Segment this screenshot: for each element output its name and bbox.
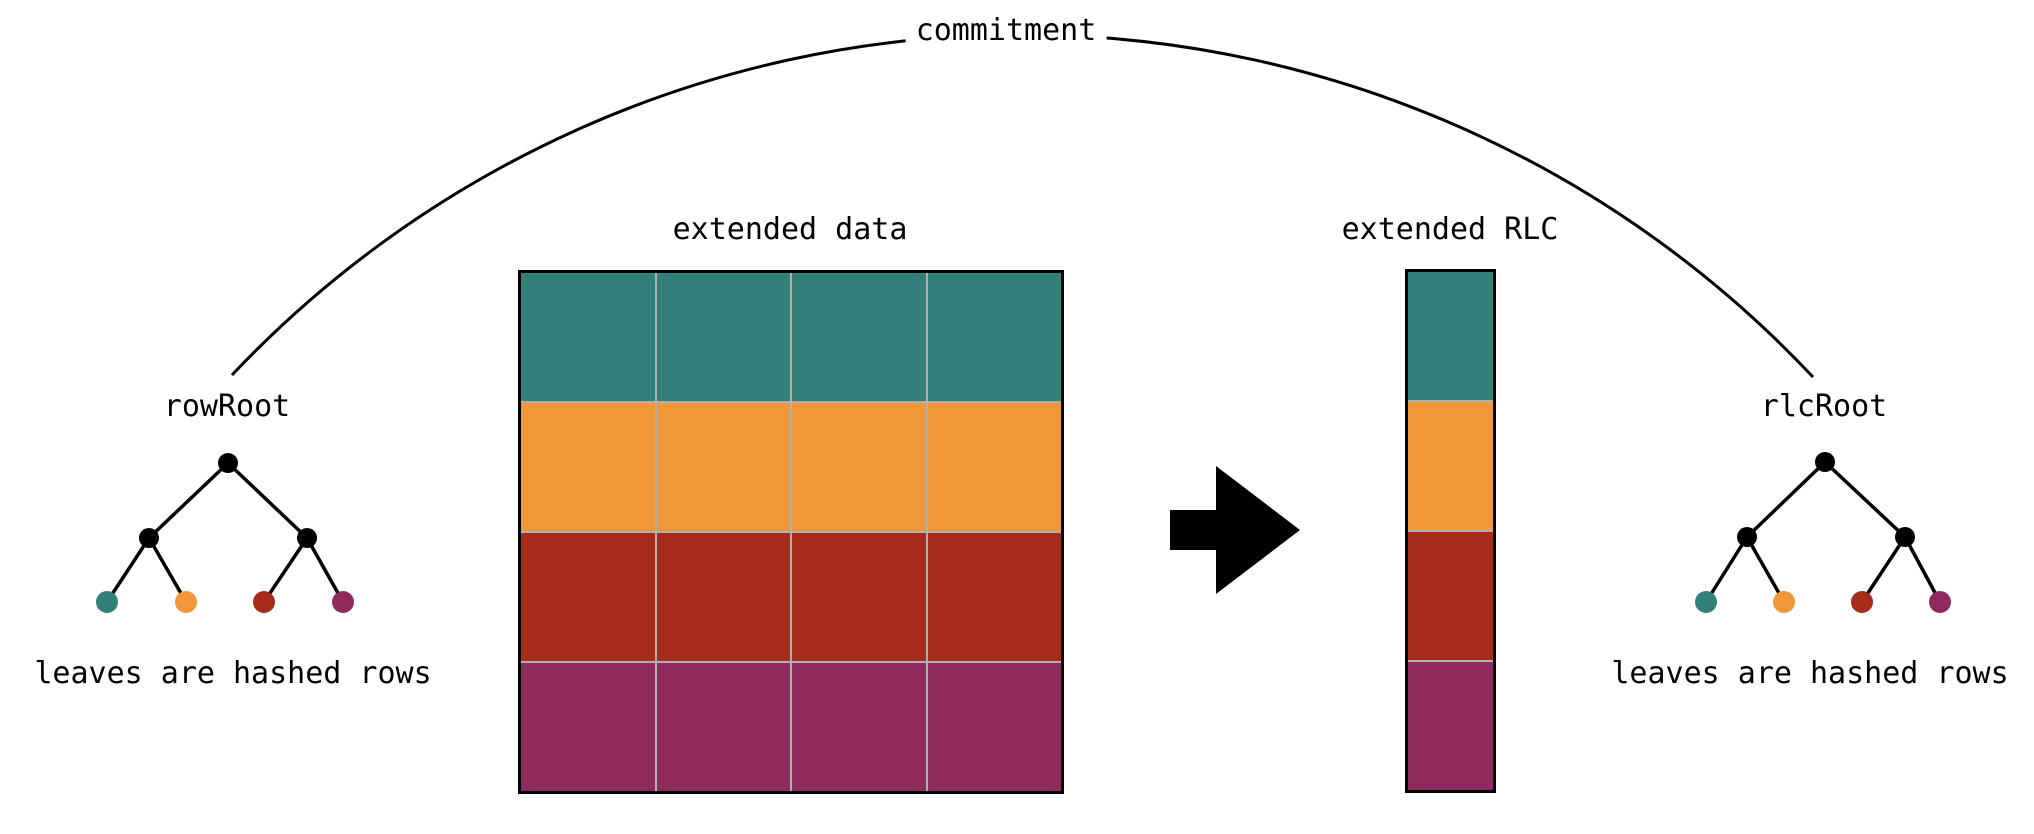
commitment-label: commitment xyxy=(905,14,1107,48)
tree-edge xyxy=(1823,460,1907,539)
right-tree-caption: leaves are hashed rows xyxy=(1611,656,2009,691)
tree-edge xyxy=(262,537,309,603)
rlc-cell-teal xyxy=(1408,272,1493,400)
matrix-cell-teal xyxy=(521,273,655,401)
tree-edge xyxy=(1745,460,1827,539)
matrix-cell-purple xyxy=(792,663,926,791)
arrow-right-icon xyxy=(1170,466,1300,594)
tree-edge xyxy=(1860,536,1907,603)
rlc-cell-orange xyxy=(1408,402,1493,530)
matrix-cell-teal xyxy=(792,273,926,401)
rlcroot-label: rlcRoot xyxy=(1760,389,1888,424)
tree-leaf-node-teal xyxy=(1695,591,1717,613)
matrix-cell-orange xyxy=(521,403,655,531)
rlc-cell-purple xyxy=(1408,662,1493,790)
tree-edge xyxy=(1704,536,1749,603)
tree-root-node xyxy=(218,453,238,473)
matrix-cell-teal xyxy=(656,273,790,401)
tree-edge xyxy=(147,461,230,540)
extended-data-label: extended data xyxy=(672,212,908,247)
left-tree-caption: leaves are hashed rows xyxy=(34,656,432,691)
tree-leaf-node-orange xyxy=(1773,591,1795,613)
tree-root-node xyxy=(1815,452,1835,472)
rlc-merkle-tree xyxy=(1695,452,1951,613)
tree-edge xyxy=(1745,536,1786,603)
matrix-cell-red xyxy=(521,533,655,661)
row-merkle-tree xyxy=(96,453,354,613)
tree-internal-node xyxy=(1737,527,1757,547)
arrow-right-shape xyxy=(1170,466,1300,594)
matrix-cell-orange xyxy=(792,403,926,531)
rlc-cell-red xyxy=(1408,532,1493,660)
tree-edge xyxy=(226,461,309,540)
tree-internal-node xyxy=(297,528,317,548)
tree-edge xyxy=(147,537,188,603)
extended-data-grid xyxy=(518,270,1064,794)
tree-leaf-node-orange xyxy=(175,591,197,613)
tree-leaf-node-purple xyxy=(1929,591,1951,613)
tree-leaf-node-red xyxy=(253,591,275,613)
matrix-cell-orange xyxy=(927,403,1061,531)
tree-edge xyxy=(105,537,151,603)
matrix-cell-purple xyxy=(656,663,790,791)
matrix-cell-teal xyxy=(927,273,1061,401)
extended-rlc-column xyxy=(1405,269,1496,793)
tree-edge xyxy=(305,537,345,603)
matrix-cell-red xyxy=(792,533,926,661)
matrix-cell-purple xyxy=(927,663,1061,791)
tree-internal-node xyxy=(139,528,159,548)
tree-edge xyxy=(1903,536,1942,603)
tree-internal-node xyxy=(1895,527,1915,547)
extended-rlc-label: extended RLC xyxy=(1341,212,1559,247)
tree-leaf-node-red xyxy=(1851,591,1873,613)
matrix-cell-orange xyxy=(656,403,790,531)
tree-leaf-node-teal xyxy=(96,591,118,613)
tree-leaf-node-purple xyxy=(332,591,354,613)
matrix-cell-purple xyxy=(521,663,655,791)
matrix-cell-red xyxy=(656,533,790,661)
rowroot-label: rowRoot xyxy=(163,389,291,424)
matrix-cell-red xyxy=(927,533,1061,661)
